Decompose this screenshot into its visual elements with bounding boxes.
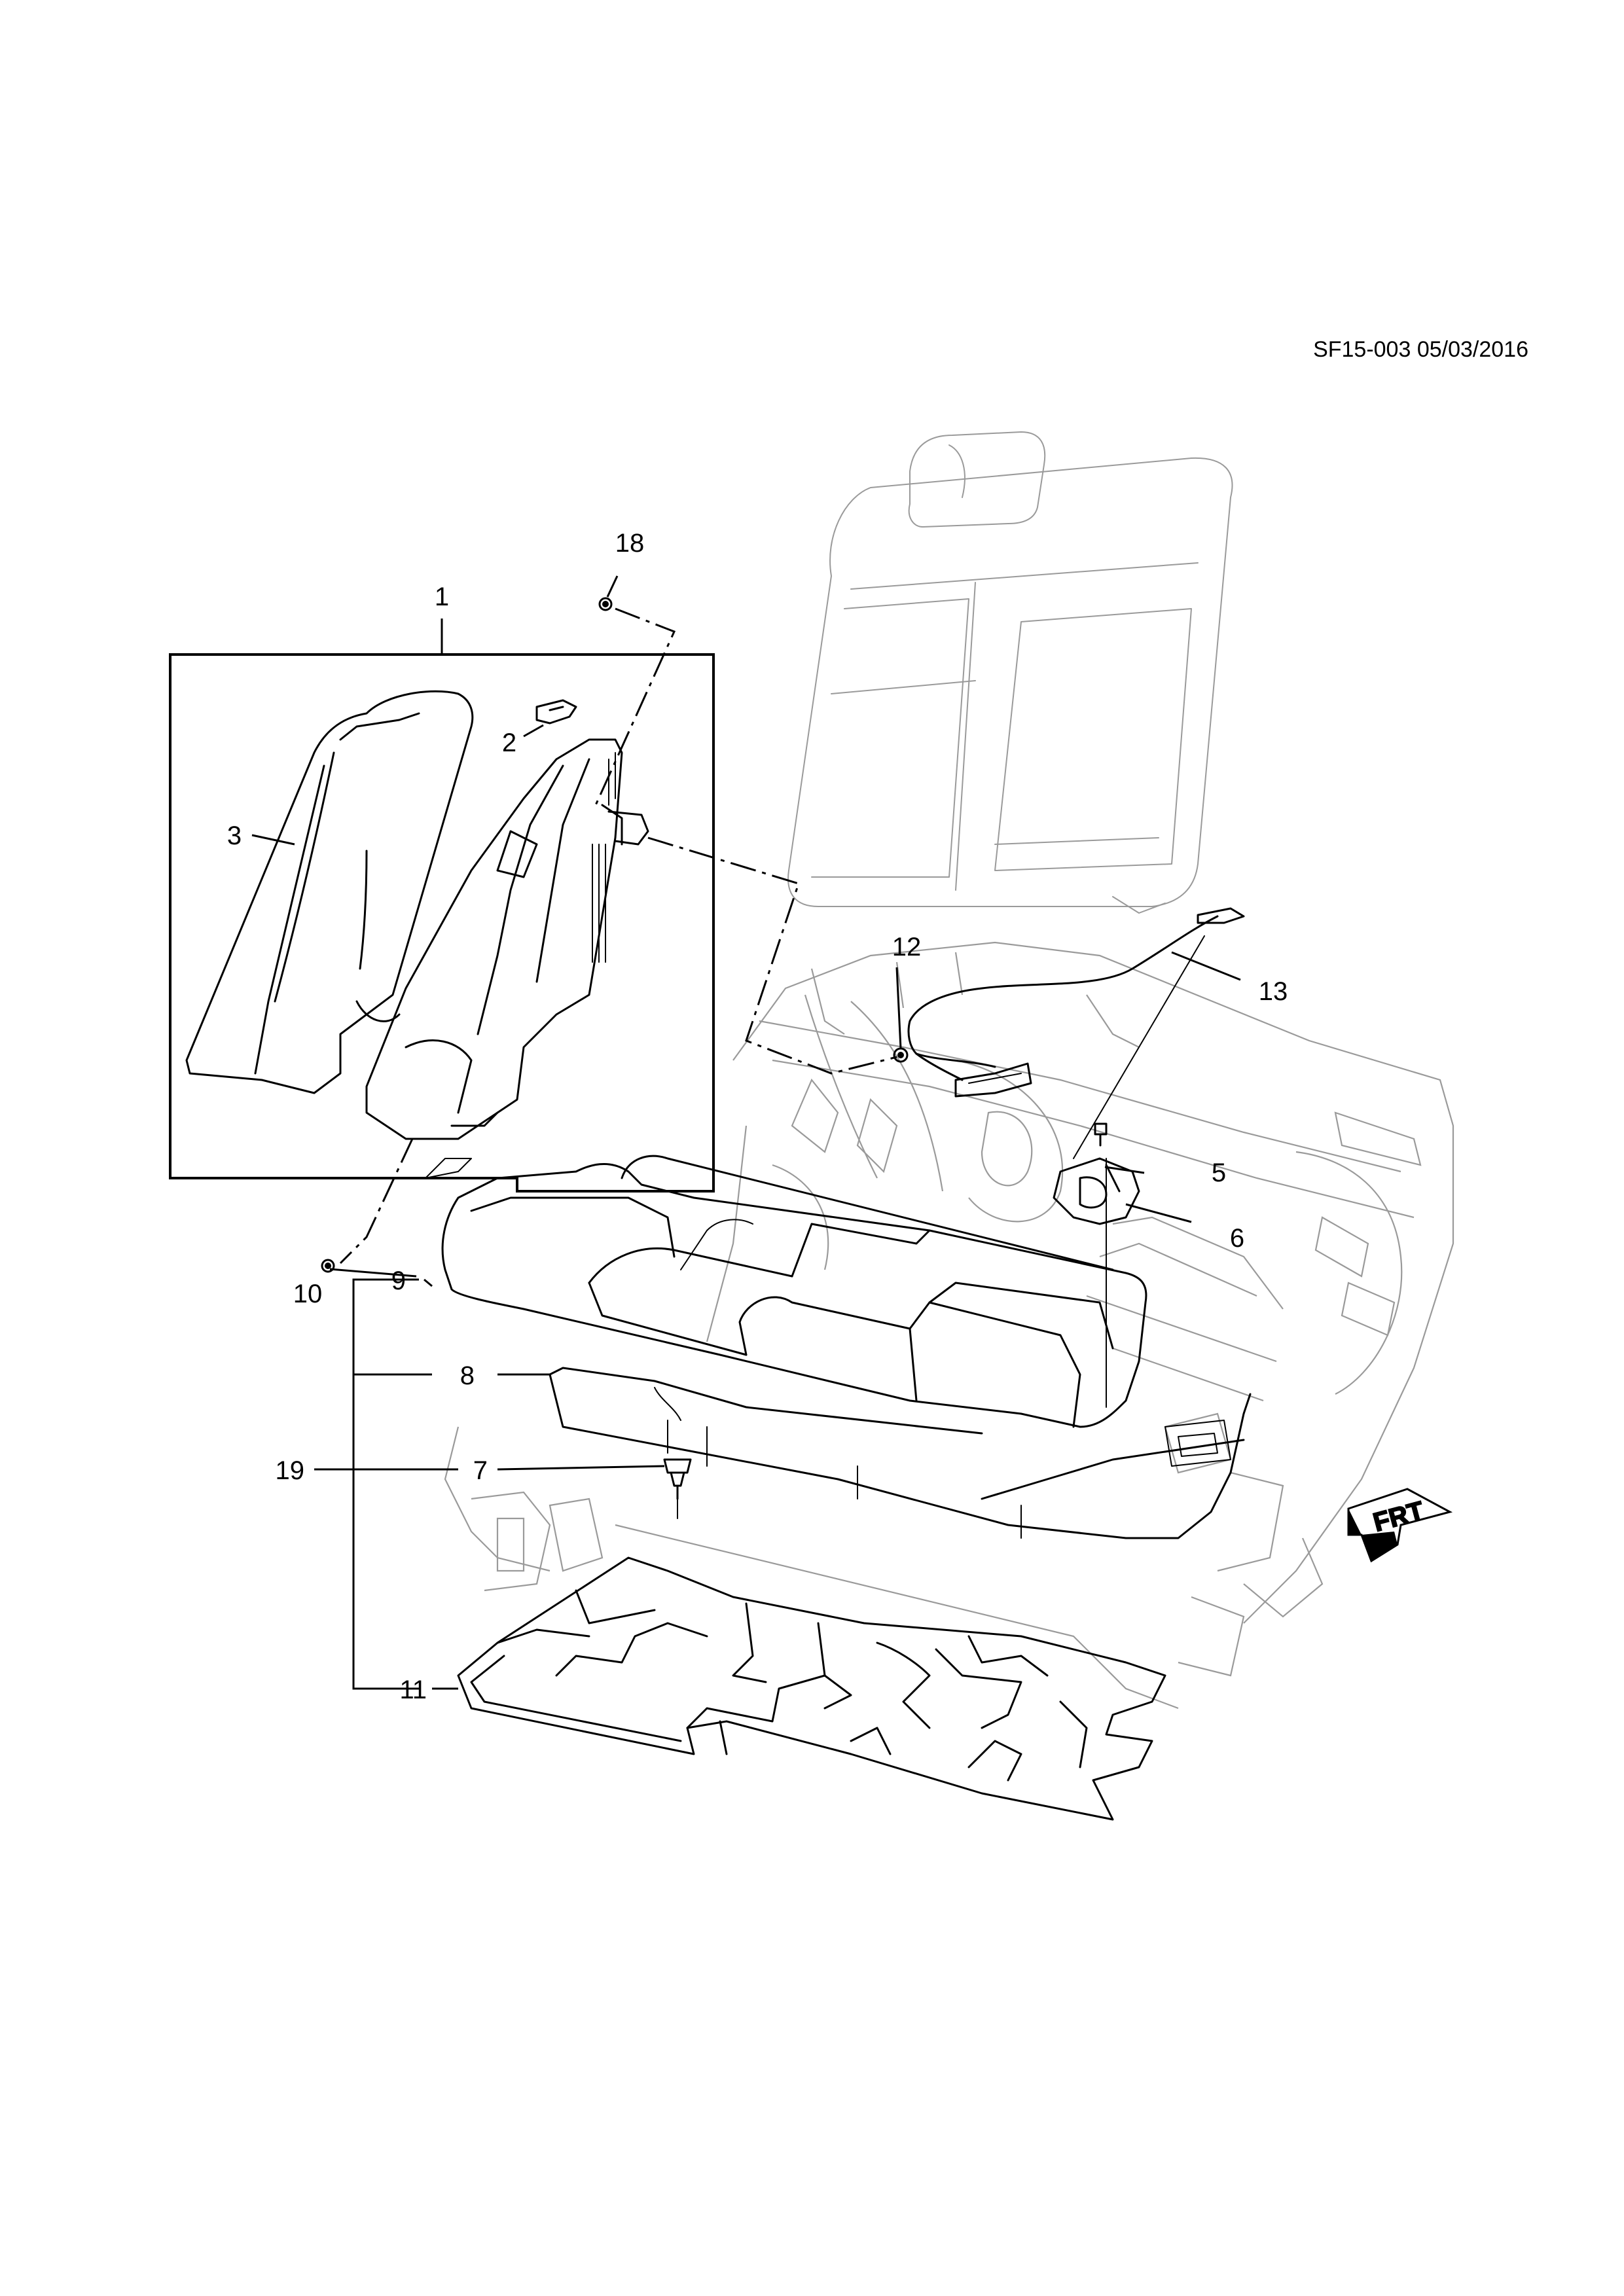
seat-frame-wire-illustration bbox=[457, 1556, 1166, 1821]
latch-striker-icon bbox=[1053, 1157, 1140, 1225]
callout-6: 6 bbox=[1230, 1224, 1244, 1253]
leader-lines bbox=[251, 575, 1241, 1690]
document-reference: SF15-003 05/03/2016 bbox=[1313, 337, 1528, 362]
callout-13: 13 bbox=[1259, 977, 1288, 1006]
alignment-lines bbox=[339, 607, 1205, 1519]
callout-18: 18 bbox=[615, 529, 645, 558]
release-handle-icon bbox=[954, 1062, 1032, 1098]
front-arrow-icon: FRT bbox=[1347, 1488, 1453, 1563]
seat-back-ghost-illustration bbox=[787, 431, 1233, 914]
callout-8: 8 bbox=[460, 1361, 475, 1390]
callout-10: 10 bbox=[293, 1280, 323, 1308]
callout-3: 3 bbox=[227, 821, 242, 850]
nut-icon bbox=[598, 597, 613, 611]
callout-2: 2 bbox=[502, 728, 516, 757]
fasteners bbox=[321, 597, 1245, 1500]
callout-5: 5 bbox=[1212, 1158, 1226, 1187]
callout-labels: 1 2 3 5 6 7 8 9 10 11 12 13 18 19 bbox=[227, 529, 1288, 1704]
push-pin-icon bbox=[663, 1458, 692, 1474]
callout-1: 1 bbox=[435, 583, 449, 611]
callout-7: 7 bbox=[473, 1456, 488, 1485]
clip-nut-icon bbox=[321, 1259, 335, 1273]
vehicle-body-ghost-illustration bbox=[444, 941, 1454, 1710]
seat-back-bolster-subassembly bbox=[169, 653, 715, 1193]
screw-icon bbox=[1094, 1122, 1108, 1136]
seat-cushion-illustration bbox=[441, 1155, 1252, 1539]
callout-11: 11 bbox=[399, 1676, 427, 1704]
callout-9: 9 bbox=[391, 1266, 406, 1295]
release-cable-illustration bbox=[907, 915, 1219, 1068]
callout-19: 19 bbox=[276, 1456, 305, 1485]
callout-12: 12 bbox=[892, 933, 922, 961]
